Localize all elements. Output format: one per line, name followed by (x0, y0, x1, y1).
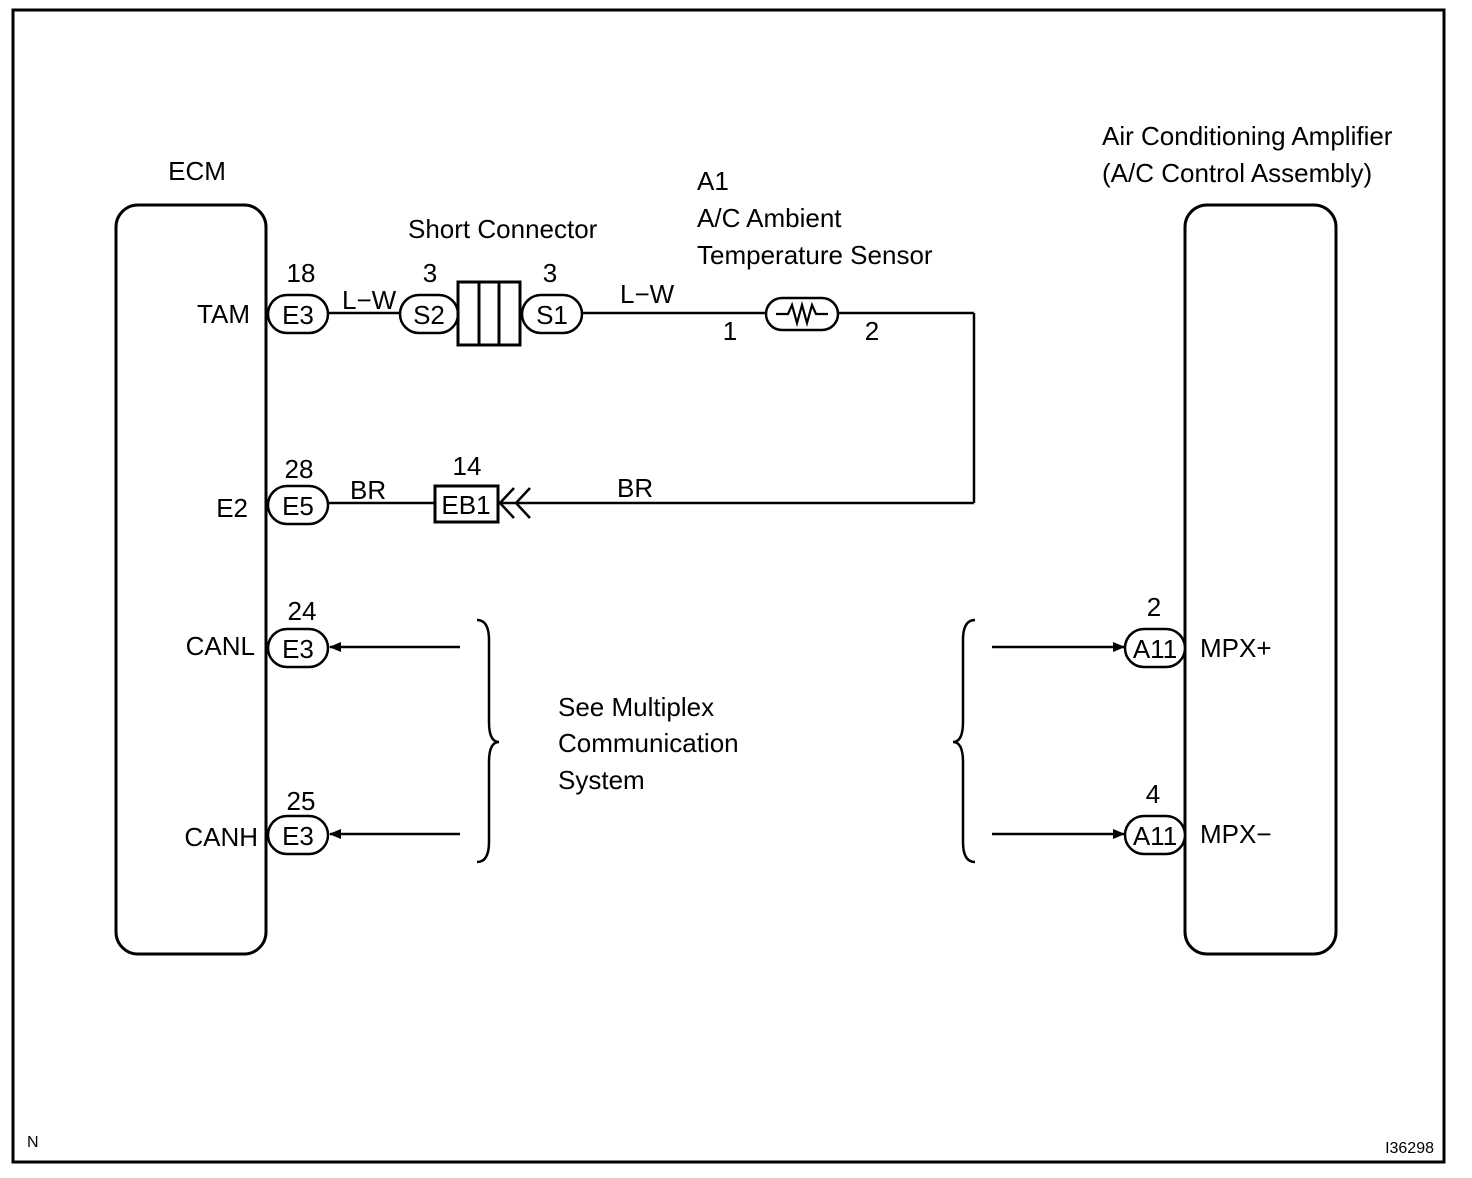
amplifier-block (1183, 203, 1338, 956)
connector-e3-tam-pin: 18 (287, 258, 316, 288)
connector-e3-canl-id: E3 (282, 634, 314, 664)
connector-e3-tam-id: E3 (282, 300, 314, 330)
corner-mark: N (27, 1134, 39, 1151)
thermistor-icon (776, 300, 828, 328)
brace-left (476, 618, 500, 864)
wire-label-tam-left: L−W (342, 285, 397, 315)
connector-s1 (520, 293, 584, 335)
connector-e5-e2-id: E5 (282, 491, 314, 521)
wire-label-e2-left: BR (350, 475, 386, 505)
connector-e3-canl-pin: 24 (288, 596, 317, 626)
connector-e5-e2 (266, 484, 330, 526)
wire-label-tam-right: L−W (620, 279, 675, 309)
amplifier-pin-mpx-plus-label: MPX+ (1200, 633, 1272, 663)
connector-e3-tam (266, 293, 330, 335)
note-line2: Communication (558, 728, 739, 758)
diagram-frame (11, 8, 1446, 1164)
connector-e3-canh-pin: 25 (287, 786, 316, 816)
short-connector-body (456, 280, 522, 347)
sensor-pin-2: 2 (865, 316, 879, 346)
sensor-pin-1: 1 (723, 316, 737, 346)
sensor-name-line2: Temperature Sensor (697, 240, 933, 270)
amplifier-pin-mpx-minus-label: MPX− (1200, 819, 1272, 849)
note-line3: System (558, 765, 645, 795)
connector-a11-mpx-plus-id: A11 (1133, 634, 1177, 664)
ecm-pin-e2-label: E2 (216, 493, 248, 523)
sensor-name-line1: A/C Ambient (697, 203, 842, 233)
ecm-pin-canl-label: CANL (186, 631, 255, 661)
connector-a11-mpx-plus-pin: 2 (1147, 592, 1161, 622)
connector-a11-mpx-minus-pin: 4 (1146, 779, 1160, 809)
chevron-double-icon (498, 487, 531, 519)
connector-s1-id: S1 (536, 300, 568, 330)
connector-s2-id: S2 (413, 300, 445, 330)
connector-e3-canh (266, 814, 330, 856)
connector-s2-pin: 3 (423, 258, 437, 288)
connector-e3-canh-id: E3 (282, 821, 314, 851)
ecm-pin-canh-label: CANH (184, 822, 258, 852)
connector-a11-mpx-plus (1123, 627, 1187, 669)
connector-a11-mpx-minus-id: A11 (1133, 821, 1177, 851)
connector-eb1-id: EB1 (441, 490, 490, 520)
wire-label-e2-right: BR (617, 473, 653, 503)
figure-id: I36298 (1385, 1140, 1434, 1157)
short-connector-label: Short Connector (408, 214, 598, 244)
connector-e5-e2-pin: 28 (285, 454, 314, 484)
ecm-title: ECM (168, 156, 226, 186)
brace-right (952, 618, 976, 864)
ecm-block (114, 203, 268, 956)
amplifier-title-line1: Air Conditioning Amplifier (1102, 121, 1393, 151)
note-line1: See Multiplex (558, 692, 714, 722)
connector-eb1-pin: 14 (453, 451, 482, 481)
sensor-a1-body (764, 296, 840, 332)
ecm-pin-tam-label: TAM (197, 299, 250, 329)
connector-eb1 (433, 484, 500, 524)
connector-e3-canl (266, 627, 330, 669)
sensor-id: A1 (697, 166, 729, 196)
connector-s1-pin: 3 (543, 258, 557, 288)
connector-a11-mpx-minus (1123, 814, 1187, 856)
amplifier-title-line2: (A/C Control Assembly) (1102, 158, 1372, 188)
